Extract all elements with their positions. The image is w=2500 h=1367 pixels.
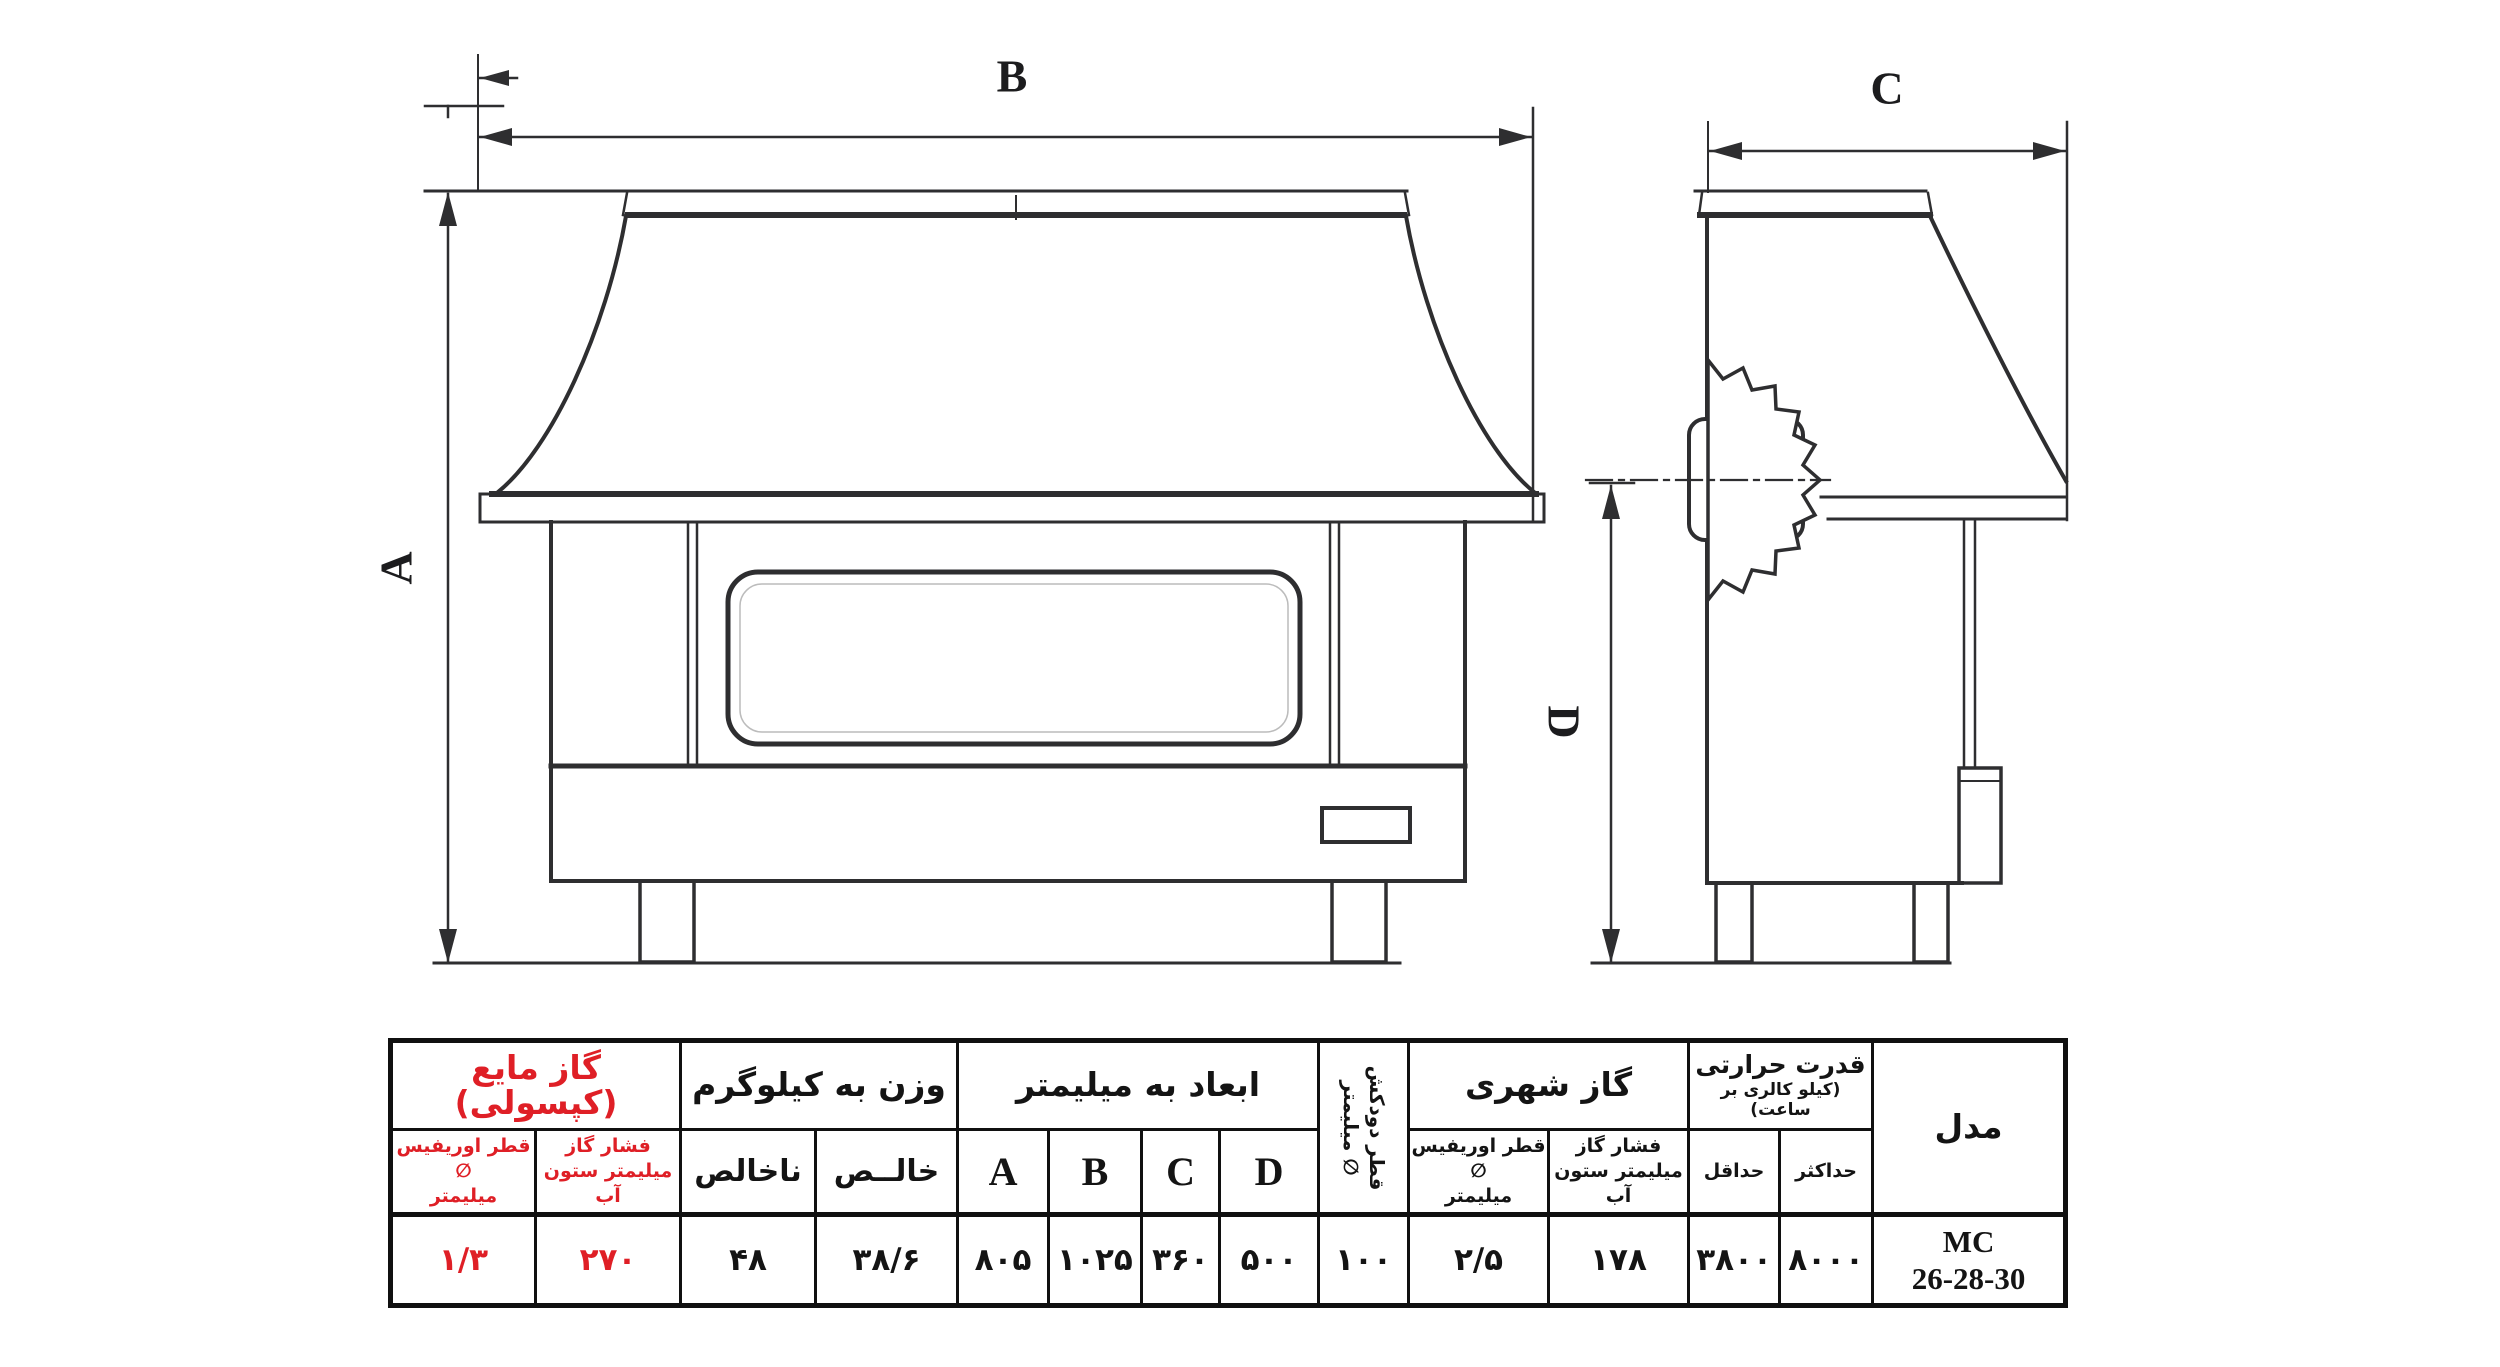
subheader-dim-d: D xyxy=(1218,1128,1321,1216)
arrowhead-d-top xyxy=(1602,485,1620,519)
subheader-dim-a: A xyxy=(956,1128,1051,1216)
arrowhead-d-bottom xyxy=(1602,929,1620,963)
arrowhead-c-left xyxy=(1710,142,1742,160)
header-weight: وزن به کیلوگرم xyxy=(678,1039,960,1131)
model-line2: 26-28-30 xyxy=(1911,1261,2026,1296)
spec-table-container: گاز مایع (کپسولی) وزن به کیلوگرم ابعاد ب… xyxy=(388,1038,2069,1308)
chimney-rotated-label: قطر دودکش ∅ میلیمتر xyxy=(1338,1065,1390,1190)
city-orifice-line1: قطر اوریفیس ∅ xyxy=(1411,1135,1546,1183)
header-city-gas: گاز شهری xyxy=(1407,1039,1691,1131)
dim-label-c: C xyxy=(1870,62,1904,114)
subheader-dim-c: C xyxy=(1140,1128,1222,1216)
value-dim-d: ۵۰۰ xyxy=(1218,1212,1321,1307)
value-dim-b: ۱۰۲۵ xyxy=(1047,1212,1144,1307)
chimney-label-line1: قطر دودکش xyxy=(1364,1065,1389,1190)
thermal-title: قدرت حرارتی xyxy=(1695,1050,1866,1080)
header-dimensions: ابعاد به میلیمتر xyxy=(956,1039,1321,1131)
value-dim-c: ۳۶۰ xyxy=(1140,1212,1222,1307)
arrowhead-c-right xyxy=(2033,142,2065,160)
arrowhead-b-right xyxy=(1499,128,1531,146)
value-model: MC 26-28-30 xyxy=(1871,1212,2068,1307)
subheader-gross-weight: ناخالص xyxy=(679,1128,817,1216)
lpg-orifice-line1: قطر اوریفیس ∅ xyxy=(396,1135,531,1183)
front-view-drawing xyxy=(423,189,1546,965)
subheader-lpg-orifice: قطر اوریفیس ∅ میلیمتر xyxy=(389,1128,537,1216)
table-data-row: ۱/۳ ۲۷۰ ۴۸ ۳۸/۶ ۸۰۵ ۱۰۲۵ ۳۶۰ ۵۰۰ ۱۰۰ ۲/۵… xyxy=(389,1212,2068,1307)
subheader-thermal-max: حداکثر xyxy=(1778,1128,1875,1216)
value-lpg-pressure: ۲۷۰ xyxy=(534,1212,682,1307)
model-line1: MC xyxy=(1942,1223,1995,1259)
lpg-pressure-line2: میلیمتر ستون آب xyxy=(543,1160,673,1207)
value-lpg-orifice: ۱/۳ xyxy=(389,1212,537,1307)
subheader-net-weight: خالــص xyxy=(813,1128,960,1216)
lpg-pressure-line1: فشار گاز xyxy=(565,1135,651,1158)
arrowhead-b-left xyxy=(480,128,512,146)
value-chimney-diameter: ۱۰۰ xyxy=(1317,1212,1411,1307)
arrowhead-lip xyxy=(480,70,509,86)
table-sub-header-row: قطر اوریفیس ∅ میلیمتر فشار گاز میلیمتر س… xyxy=(389,1128,2066,1216)
dim-label-d: D xyxy=(1538,705,1590,739)
city-orifice-line2: میلیمتر xyxy=(1444,1184,1513,1207)
chimney-label-line2: ∅ میلیمتر xyxy=(1338,1080,1363,1175)
lpg-orifice-line2: میلیمتر xyxy=(429,1184,498,1207)
value-thermal-min: ۳۸۰۰ xyxy=(1687,1212,1782,1307)
header-chimney-diameter: قطر دودکش ∅ میلیمتر xyxy=(1317,1039,1411,1216)
spec-table: گاز مایع (کپسولی) وزن به کیلوگرم ابعاد ب… xyxy=(388,1038,2069,1308)
header-model: مدل xyxy=(1871,1039,2068,1216)
value-dim-a: ۸۰۵ xyxy=(956,1212,1051,1307)
value-net-weight: ۳۸/۶ xyxy=(813,1212,960,1307)
arrowhead-a-top xyxy=(439,192,457,226)
value-gross-weight: ۴۸ xyxy=(679,1212,817,1307)
flue-serrated-circle xyxy=(1706,354,1823,606)
value-city-pressure: ۱۷۸ xyxy=(1547,1212,1691,1307)
subheader-city-orifice: قطر اوریفیس ∅ میلیمتر xyxy=(1407,1128,1551,1216)
city-pressure-line2: میلیمتر ستون آب xyxy=(1554,1160,1683,1207)
value-city-orifice: ۲/۵ xyxy=(1407,1212,1551,1307)
dim-label-b: B xyxy=(996,50,1028,102)
side-view-dimensions xyxy=(1588,120,2069,963)
city-pressure-line1: فشار گاز xyxy=(1575,1135,1662,1158)
value-thermal-max: ۸۰۰۰ xyxy=(1778,1212,1875,1307)
header-thermal-power: قدرت حرارتی (کیلو کالری بر ساعت) xyxy=(1687,1039,1875,1131)
subheader-city-pressure: فشار گاز میلیمتر ستون آب xyxy=(1547,1128,1691,1216)
header-liquid-gas: گاز مایع (کپسولی) xyxy=(389,1039,682,1131)
thermal-subtitle: (کیلو کالری بر ساعت) xyxy=(1720,1079,1841,1120)
subheader-lpg-pressure: فشار گاز میلیمتر ستون آب xyxy=(534,1128,682,1216)
table-group-header-row: گاز مایع (کپسولی) وزن به کیلوگرم ابعاد ب… xyxy=(389,1039,2068,1216)
subheader-dim-b: B xyxy=(1047,1128,1144,1216)
front-view-dimensions xyxy=(423,54,1535,963)
arrowhead-a-bottom xyxy=(439,929,457,963)
side-view-drawing xyxy=(1584,189,2069,965)
subheader-thermal-min: حداقل xyxy=(1687,1128,1782,1216)
dim-label-a: A xyxy=(370,551,422,585)
